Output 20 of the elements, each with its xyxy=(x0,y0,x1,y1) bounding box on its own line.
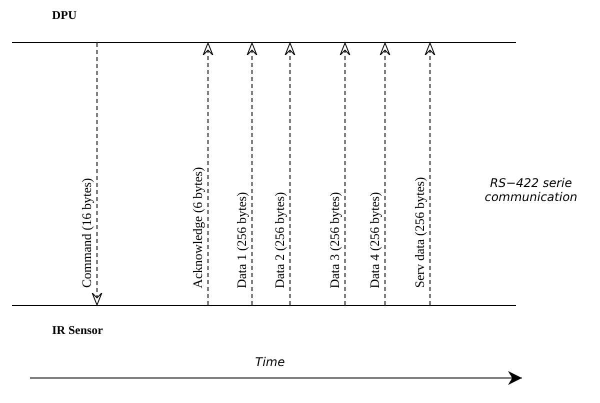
message-arrow xyxy=(202,42,214,306)
message-arrow xyxy=(92,42,102,306)
timeline-bar xyxy=(12,8,516,43)
edge-label: Serv data (256 bytes) xyxy=(413,177,427,288)
timeline-bar xyxy=(12,305,516,335)
edge-label: Acknowledge (6 bytes) xyxy=(191,167,205,288)
lifeline-label: IR Sensor xyxy=(52,323,104,338)
lifeline-label: DPU xyxy=(52,8,77,23)
edge-label: Data 3 (256 bytes) xyxy=(328,192,342,288)
edge-label: Data 1 (256 bytes) xyxy=(235,192,249,288)
message-arrow xyxy=(284,42,296,306)
edge-label: Command (16 bytes) xyxy=(80,178,94,288)
axis-label: Time xyxy=(254,355,286,369)
annotation-text: RS−422 serie communication xyxy=(484,176,578,204)
message-arrow xyxy=(340,42,350,306)
edge-label: Data 2 (256 bytes) xyxy=(273,192,287,288)
message-arrow xyxy=(380,42,390,306)
message-arrow xyxy=(246,42,258,306)
edge-label: Data 4 (256 bytes) xyxy=(368,192,382,288)
message-arrow xyxy=(424,42,436,306)
